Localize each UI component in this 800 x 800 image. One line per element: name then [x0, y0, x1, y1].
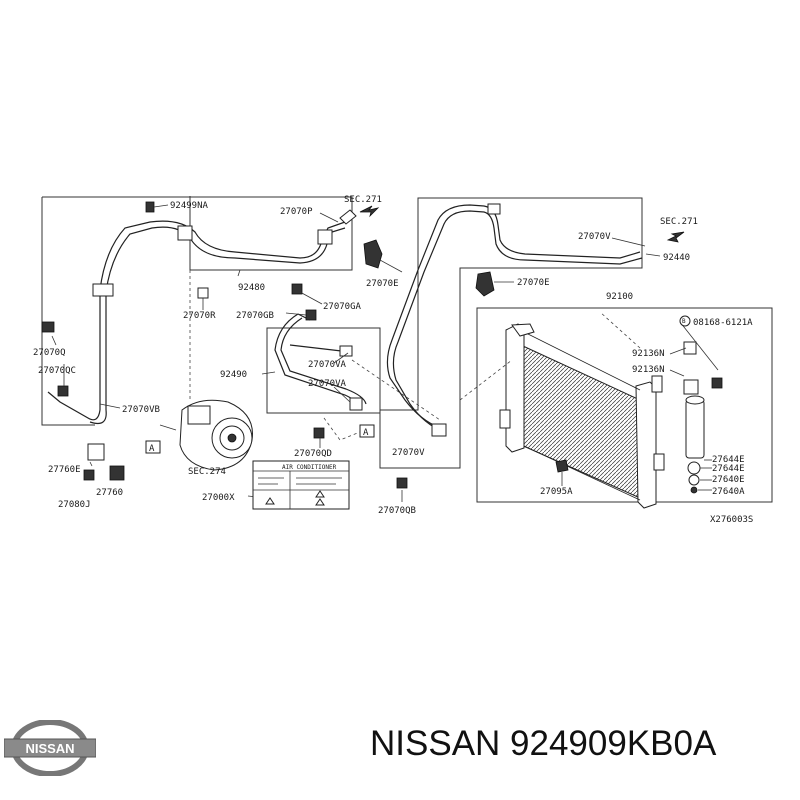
label-27070gb: 27070GB: [236, 311, 274, 321]
label-27644e-2: 27644E: [712, 464, 745, 474]
label-27070e-2: 27070E: [517, 278, 550, 288]
label-27070r: 27070R: [183, 311, 216, 321]
label-27070ga: 27070GA: [323, 302, 362, 312]
left-group-frame: [41, 196, 353, 426]
label-27095a: 27095A: [540, 487, 573, 497]
label-27760: 27760: [96, 488, 123, 498]
bracket-27070e: [363, 239, 514, 297]
callout-marker-center: A: [359, 424, 375, 438]
high-pressure-pipe-92480: [47, 220, 346, 425]
label-27070v-top: 27070V: [578, 232, 611, 242]
label-92499na: 92499NA: [170, 201, 209, 211]
sec271-arrow-right: [666, 231, 685, 243]
svg-text:A: A: [149, 444, 155, 454]
nissan-logo-text: NISSAN: [25, 741, 74, 756]
label-27070qd: 27070QD: [294, 449, 332, 459]
label-27640e: 27640E: [712, 475, 745, 485]
suction-hose-92490: [274, 313, 367, 411]
label-08168-mark: B: [682, 318, 686, 325]
label-08168-6121a: 08168-6121A: [693, 318, 753, 328]
label-27070va-1: 27070VA: [308, 360, 347, 370]
center-group-frame: [266, 327, 381, 414]
condenser-frame: [476, 307, 773, 503]
label-92480: 92480: [238, 283, 265, 293]
nissan-logo-icon: NISSAN: [4, 720, 96, 776]
svg-text:AIR CONDITIONER: AIR CONDITIONER: [282, 464, 337, 471]
leader-lines-left: [51, 204, 441, 502]
label-27640a: 27640A: [712, 487, 745, 497]
part-number-caption: NISSAN 924909KB0A: [370, 724, 717, 763]
label-27070qc: 27070QC: [38, 366, 76, 376]
label-27080j: 27080J: [58, 500, 91, 510]
label-27070v-bottom: 27070V: [392, 448, 425, 458]
label-92136n-2: 92136N: [632, 365, 665, 375]
label-27070vb: 27070VB: [122, 405, 160, 415]
label-92100: 92100: [606, 292, 633, 302]
svg-text:A: A: [363, 428, 369, 438]
small-fittings-left: [41, 201, 408, 489]
label-27760e: 27760E: [48, 465, 81, 475]
label-92136n-1: 92136N: [632, 349, 665, 359]
compressor: [159, 399, 253, 471]
label-27070va-2: 27070VA: [308, 379, 347, 389]
sec271-arrow-left: [359, 205, 380, 218]
liquid-pipe-92440: [386, 203, 661, 437]
label-sec271-left: SEC.271: [344, 195, 382, 205]
label-sec271-right: SEC.271: [660, 217, 698, 227]
label-27070p: 27070P: [280, 207, 313, 217]
part-labels: 92499NA 27070P SEC.271 92480 27070R 2707…: [33, 195, 753, 525]
ac-info-table: AIR CONDITIONER: [252, 460, 350, 510]
right-pipe-frame: [379, 197, 643, 469]
label-27070e-1: 27070E: [366, 279, 399, 289]
label-92490: 92490: [220, 370, 247, 380]
callout-marker-left: A: [145, 440, 161, 454]
label-27070q: 27070Q: [33, 348, 66, 358]
label-27000x: 27000X: [202, 493, 235, 503]
label-sec274: SEC.274: [188, 467, 226, 477]
condenser-92100: [459, 311, 665, 509]
label-27070qb: 27070QB: [378, 506, 416, 516]
label-27644e-1: 27644E: [712, 455, 745, 465]
drawing-code: X276003S: [710, 515, 753, 525]
receiver-drier: [669, 321, 723, 494]
label-92440: 92440: [663, 253, 690, 263]
